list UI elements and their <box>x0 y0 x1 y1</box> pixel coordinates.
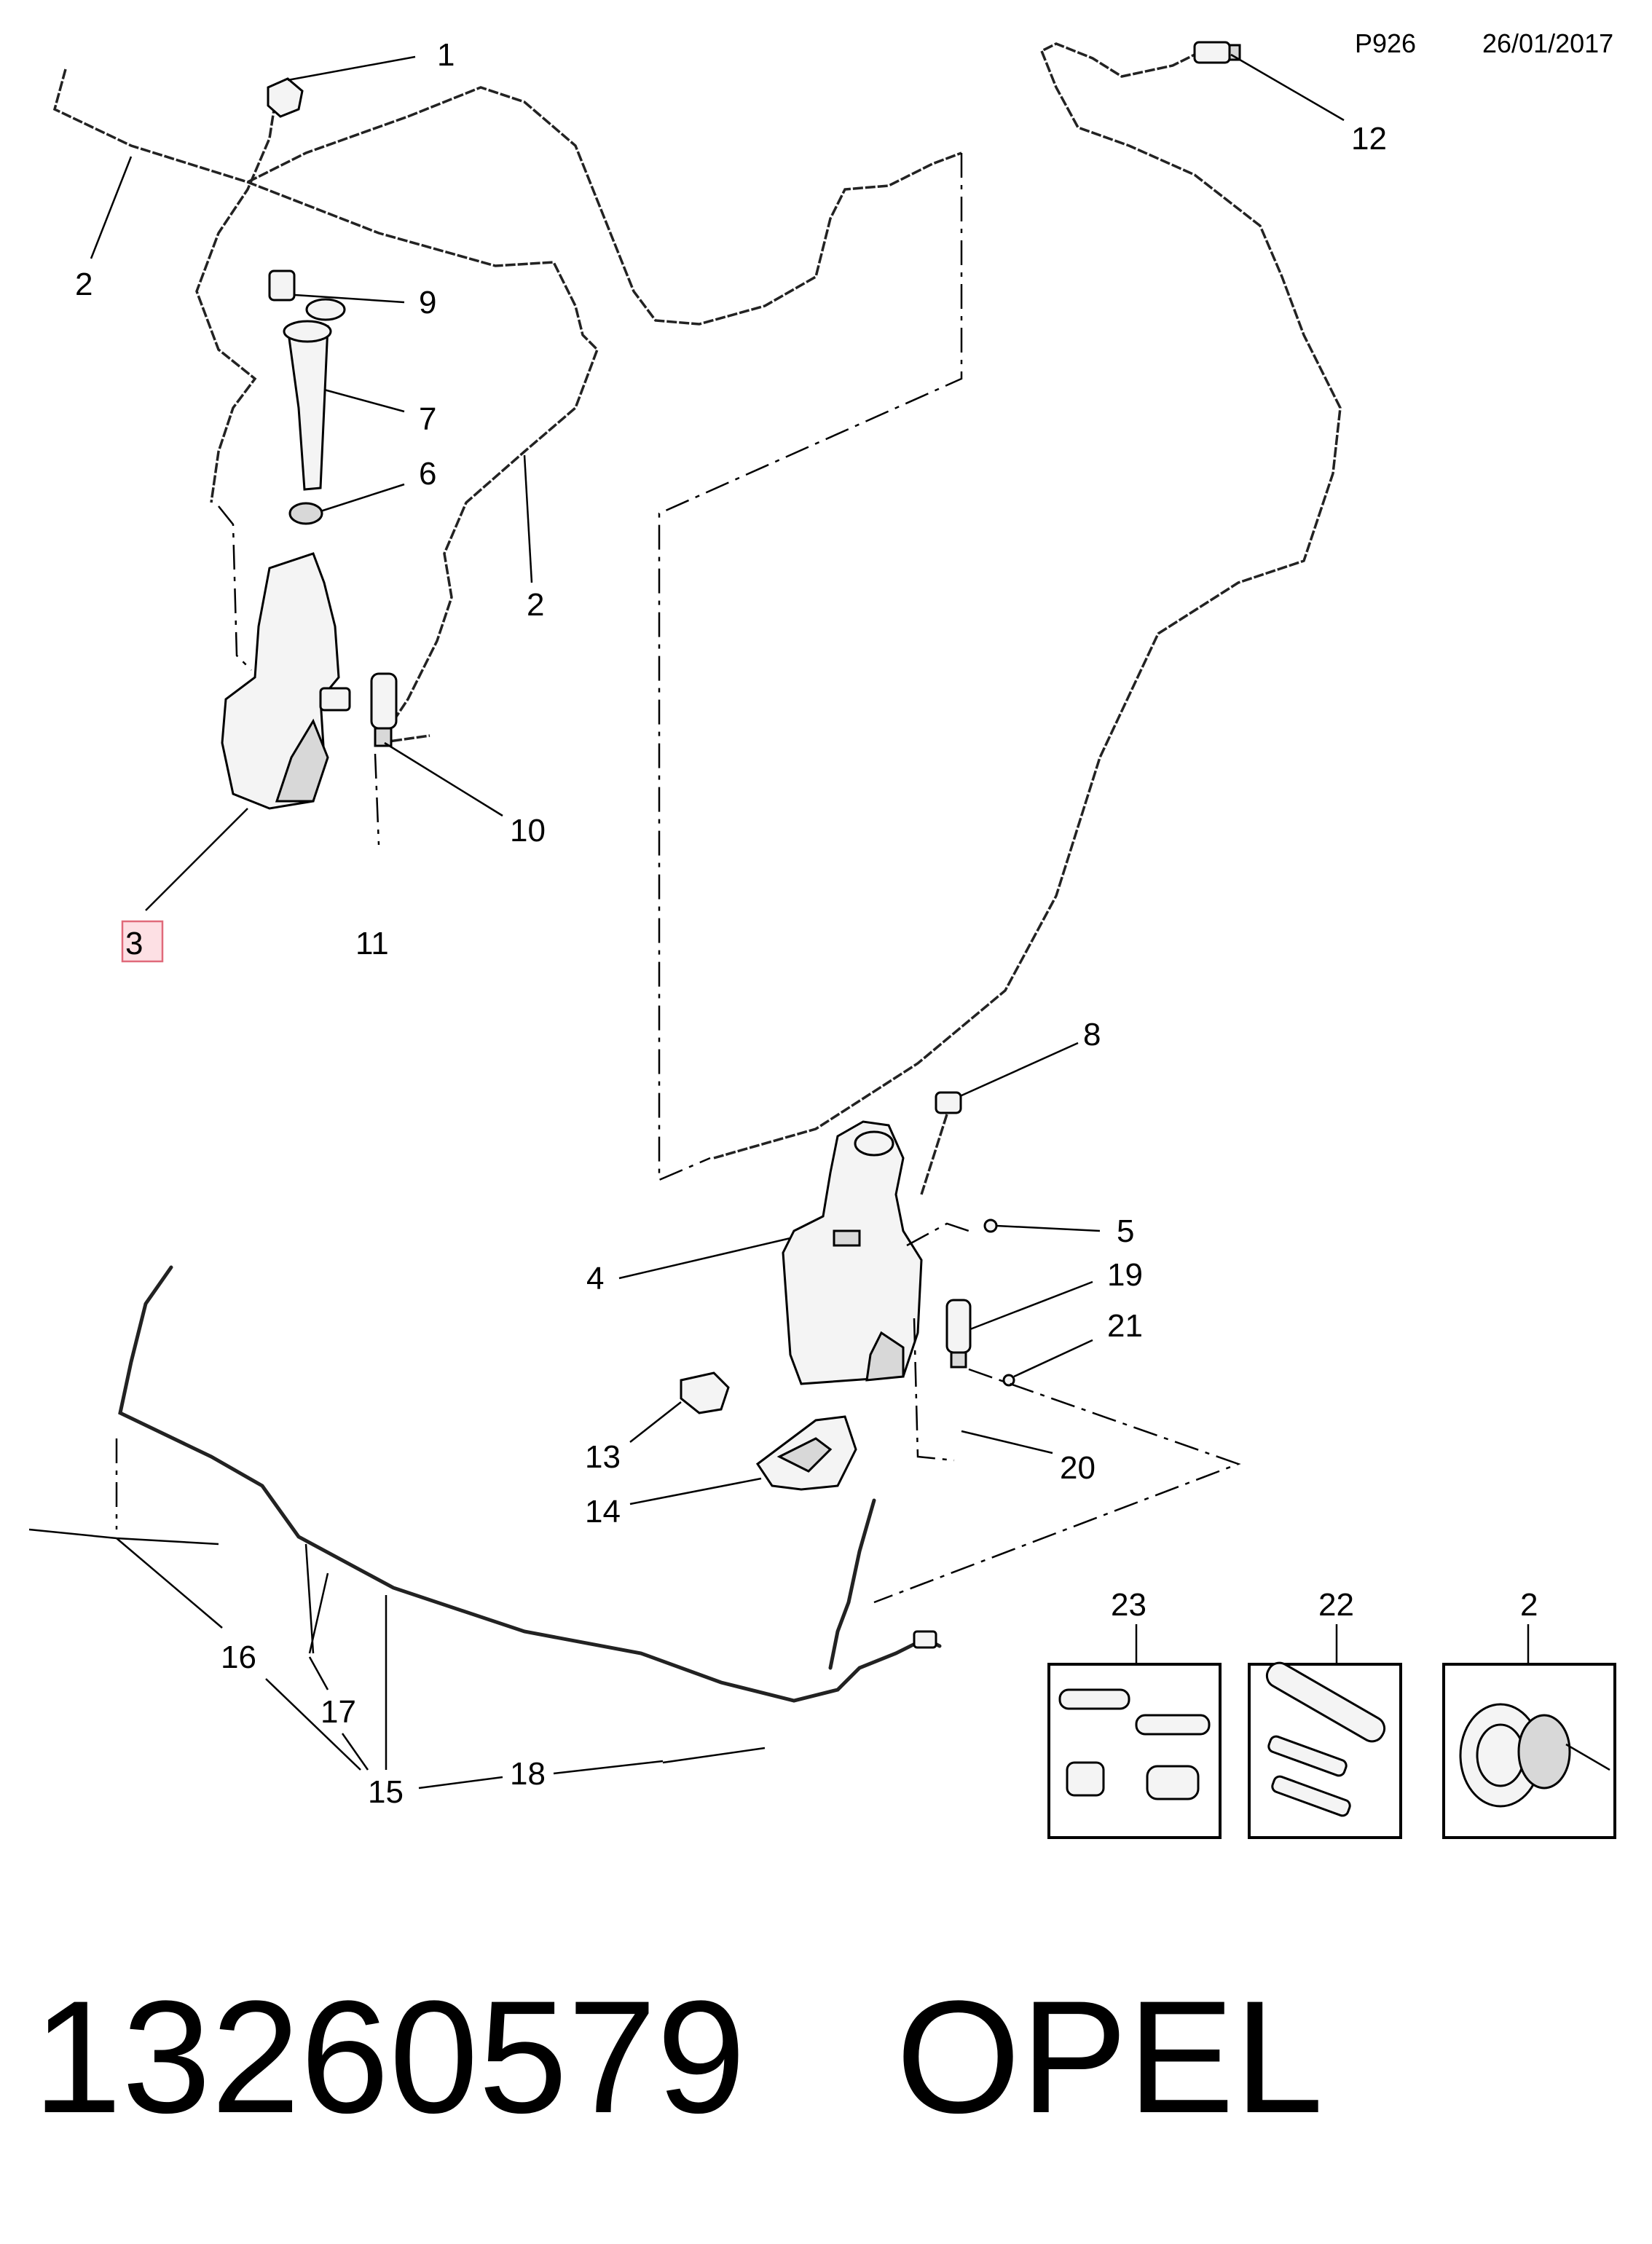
svg-text:15: 15 <box>368 1774 404 1810</box>
washer-hose-front-15 <box>118 1265 942 1703</box>
svg-text:19: 19 <box>1107 1257 1143 1293</box>
callout-15: 15 <box>368 1595 404 1810</box>
level-sensor-8 <box>920 1091 962 1195</box>
filler-cap <box>268 269 346 321</box>
washer-pump-19 <box>945 1299 972 1369</box>
svg-text:14: 14 <box>585 1494 621 1530</box>
filler-neck <box>283 320 332 491</box>
washer-reservoir-4 <box>782 1120 923 1385</box>
svg-text:5: 5 <box>1117 1213 1134 1249</box>
kit-22: 22 <box>1248 1587 1402 1839</box>
hose-clip-18 <box>662 1747 766 1764</box>
hose-union-kit-icon <box>1265 1661 1386 1817</box>
svg-text:23: 23 <box>1111 1587 1146 1623</box>
brand-name: OPEL <box>896 1967 1323 2146</box>
seal-5 <box>983 1219 998 1233</box>
neck-grommet <box>288 502 323 525</box>
hose-clip-17 <box>304 1543 315 1654</box>
callout-11: 11 <box>355 926 389 961</box>
svg-text:16: 16 <box>221 1639 256 1675</box>
leader-dashed-19 <box>913 1318 955 1462</box>
svg-text:7: 7 <box>419 401 436 437</box>
callout-17: 17 <box>308 1656 369 1771</box>
callout-5: 5 <box>996 1213 1134 1249</box>
leader-dashed-5 <box>906 1222 969 1247</box>
callout-14: 14 <box>585 1477 762 1530</box>
svg-text:8: 8 <box>1083 1017 1101 1052</box>
svg-text:10: 10 <box>510 813 546 849</box>
part-number: 13260579 <box>33 1967 746 2146</box>
callout-13: 13 <box>585 1401 682 1475</box>
svg-text:1: 1 <box>437 37 455 73</box>
svg-text:21: 21 <box>1107 1308 1143 1344</box>
assembly-frame-left <box>658 153 963 1181</box>
hose-connector-kit-icon <box>1058 1688 1211 1800</box>
callout-7: 7 <box>323 388 436 437</box>
washer-hose-rear <box>713 42 1342 1160</box>
svg-text:22: 22 <box>1318 1587 1354 1623</box>
washer-reservoir-3 <box>221 552 351 810</box>
callout-10: 10 <box>384 741 546 849</box>
svg-text:9: 9 <box>419 285 436 320</box>
leader-dashed-21 <box>873 1368 1241 1604</box>
svg-text:17: 17 <box>320 1694 356 1730</box>
washer-nozzle-1 <box>267 77 304 118</box>
kit-2: 2 <box>1442 1587 1616 1839</box>
svg-text:4: 4 <box>586 1261 604 1296</box>
callout-19: 19 <box>969 1257 1143 1331</box>
washer-pump-10 <box>370 672 398 747</box>
callout-16: 16 <box>116 1538 361 1771</box>
svg-text:3: 3 <box>125 926 143 961</box>
callout-9: 9 <box>294 285 436 320</box>
hose-clip-17b <box>308 1572 329 1654</box>
headlamp-nozzle-14 <box>755 1415 857 1491</box>
svg-text:18: 18 <box>510 1756 546 1792</box>
leader-dashed-11 <box>374 753 380 846</box>
leader-dashed-3 <box>218 505 252 671</box>
callout-3[interactable]: 3 <box>121 808 248 963</box>
svg-text:2: 2 <box>75 267 93 302</box>
washer-nozzle-12 <box>1193 41 1241 64</box>
hose-clip-16 <box>28 1528 219 1546</box>
svg-text:2: 2 <box>527 587 544 623</box>
callout-2-upper-left: 2 <box>75 156 133 302</box>
svg-text:20: 20 <box>1060 1450 1096 1486</box>
callout-8: 8 <box>959 1017 1101 1098</box>
diagram-code: P926 <box>1355 28 1416 58</box>
hose-grommet-icon <box>1459 1703 1610 1808</box>
svg-text:13: 13 <box>585 1439 621 1475</box>
nozzle-cover-13 <box>680 1371 730 1414</box>
clip-21 <box>1002 1374 1015 1387</box>
callout-12: 12 <box>1230 53 1387 157</box>
callout-6: 6 <box>320 456 436 513</box>
kit-23: 23 <box>1047 1587 1222 1839</box>
svg-text:11: 11 <box>355 926 389 961</box>
callout-2-right: 2 <box>523 454 544 623</box>
callout-21: 21 <box>1013 1308 1143 1378</box>
washer-hose-upper <box>52 68 962 745</box>
svg-text:12: 12 <box>1351 121 1387 157</box>
callout-1: 1 <box>287 37 455 82</box>
svg-text:2: 2 <box>1520 1587 1538 1623</box>
callout-20: 20 <box>961 1430 1096 1486</box>
callout-4: 4 <box>586 1237 791 1296</box>
diagram-date: 26/01/2017 <box>1482 28 1613 58</box>
svg-text:6: 6 <box>419 456 436 492</box>
callout-18: 18 <box>418 1756 664 1792</box>
